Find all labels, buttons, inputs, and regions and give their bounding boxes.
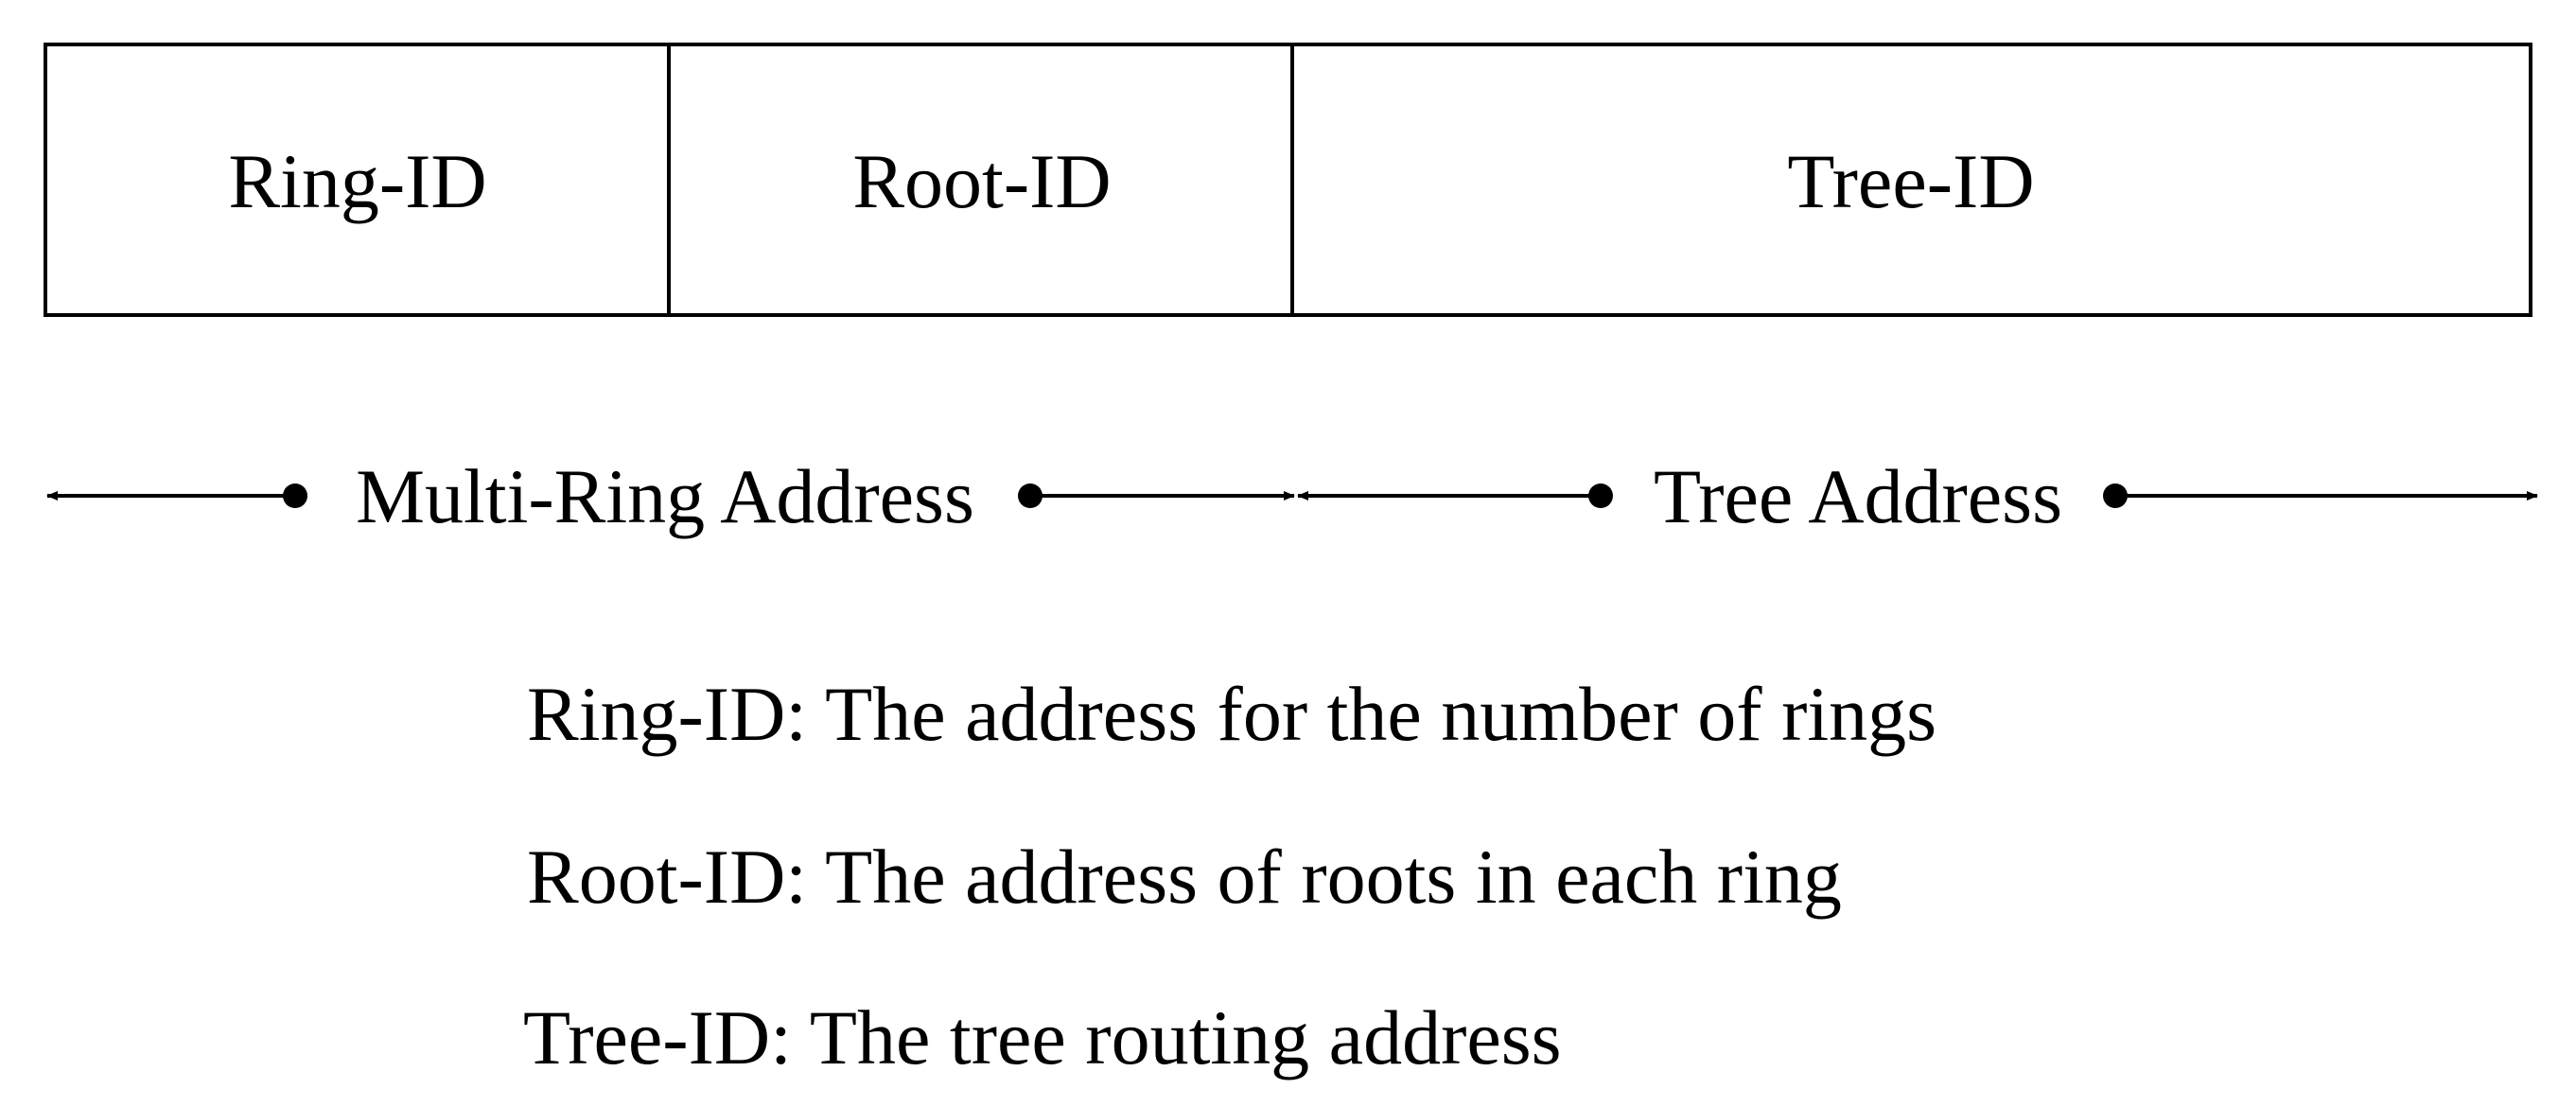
legend-tree-id: Tree-ID: The tree routing address (523, 994, 1562, 1081)
tree-address-range: Tree Address (1297, 453, 2538, 539)
multi-ring-address-label: Multi-Ring Address (356, 453, 974, 539)
multi-ring-left-dot (283, 483, 307, 508)
definitions-legend: Ring-ID: The address for the number of r… (523, 671, 1936, 1081)
field-label-ring-id: Ring-ID (228, 138, 486, 224)
multi-ring-address-range: Multi-Ring Address (46, 453, 1295, 539)
address-fields: Ring-ID Root-ID Tree-ID (44, 43, 2532, 317)
tree-left-dot (1588, 483, 1613, 508)
field-box-tree-id (1290, 43, 2532, 317)
field-label-root-id: Root-ID (852, 138, 1111, 224)
tree-address-label: Tree Address (1654, 453, 2062, 539)
field-label-tree-id: Tree-ID (1787, 138, 2034, 224)
legend-ring-id: Ring-ID: The address for the number of r… (527, 671, 1936, 757)
legend-root-id: Root-ID: The address of roots in each ri… (527, 834, 1842, 920)
